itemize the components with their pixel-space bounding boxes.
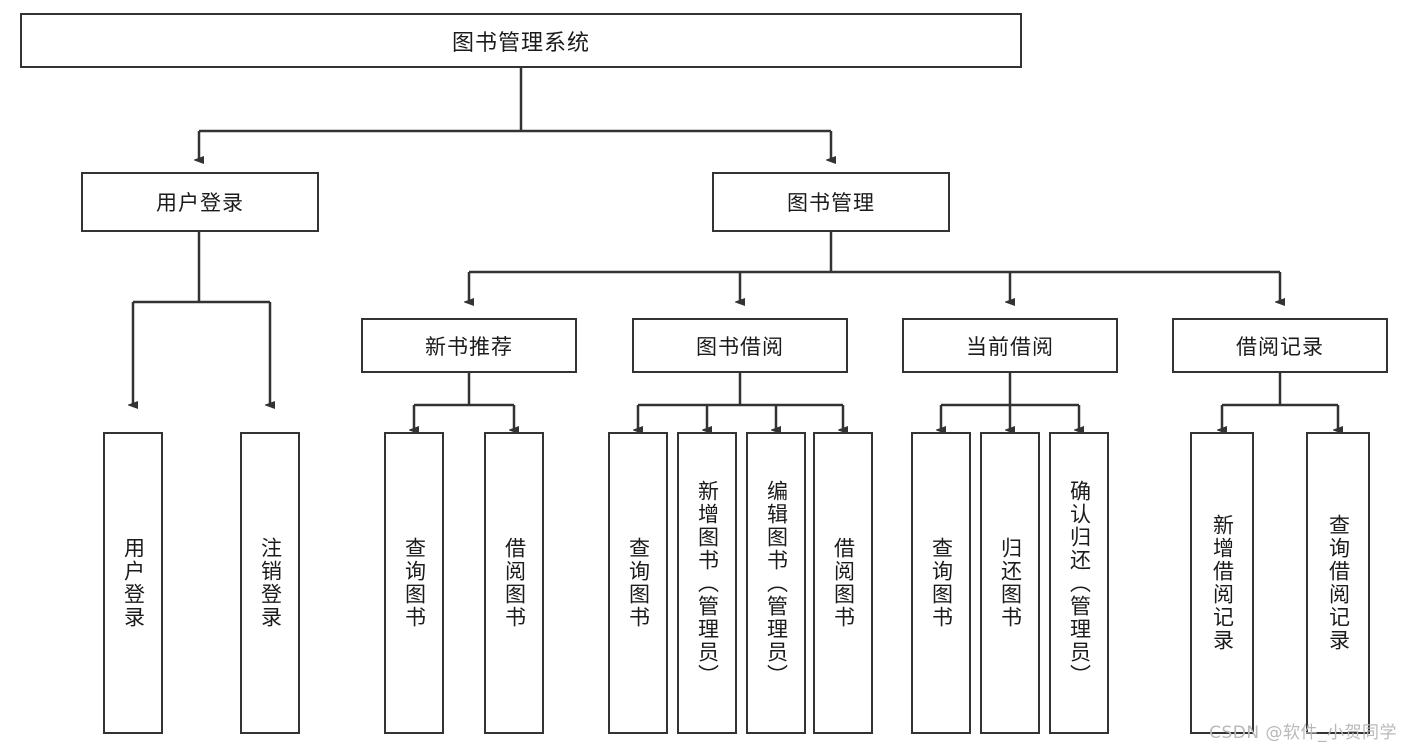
leaf-add-book-admin[interactable]: 新增图书（管理员） xyxy=(677,432,737,734)
leaf-edit-book-admin-label: 编辑图书（管理员） xyxy=(764,479,789,687)
leaf-borrow-query-book-label: 查询图书 xyxy=(626,537,651,629)
leaf-confirm-return-admin[interactable]: 确认归还（管理员） xyxy=(1049,432,1109,734)
leaf-query-borrow-record-label: 查询借阅记录 xyxy=(1326,514,1351,652)
leaf-borrow-query-book[interactable]: 查询图书 xyxy=(608,432,668,734)
leaf-add-borrow-record-label: 新增借阅记录 xyxy=(1210,514,1235,652)
node-user-login[interactable]: 用户登录 xyxy=(81,172,319,232)
node-book-borrow-label: 图书借阅 xyxy=(696,334,784,359)
leaf-add-book-admin-label: 新增图书（管理员） xyxy=(695,479,720,687)
leaf-current-query-book[interactable]: 查询图书 xyxy=(911,432,971,734)
leaf-borrow-book[interactable]: 借阅图书 xyxy=(813,432,873,734)
leaf-add-borrow-record[interactable]: 新增借阅记录 xyxy=(1190,432,1254,734)
leaf-query-borrow-record[interactable]: 查询借阅记录 xyxy=(1306,432,1370,734)
node-current-borrow-label: 当前借阅 xyxy=(966,334,1054,359)
node-user-login-label: 用户登录 xyxy=(156,191,244,215)
watermark-text: CSDN @软件_小贺同学 xyxy=(1209,723,1397,743)
leaf-return-book[interactable]: 归还图书 xyxy=(980,432,1040,734)
leaf-new-book-query[interactable]: 查询图书 xyxy=(384,432,444,734)
leaf-user-login-label: 用户登录 xyxy=(121,537,146,629)
node-borrow-record-label: 借阅记录 xyxy=(1236,334,1324,359)
node-current-borrow[interactable]: 当前借阅 xyxy=(902,318,1118,373)
leaf-new-book-borrow[interactable]: 借阅图书 xyxy=(484,432,544,734)
node-new-book-recommend[interactable]: 新书推荐 xyxy=(361,318,577,373)
leaf-edit-book-admin[interactable]: 编辑图书（管理员） xyxy=(746,432,806,734)
leaf-confirm-return-admin-label: 确认归还（管理员） xyxy=(1067,479,1092,687)
node-book-manage-label: 图书管理 xyxy=(787,191,875,215)
leaf-borrow-book-label: 借阅图书 xyxy=(831,537,856,629)
node-book-manage[interactable]: 图书管理 xyxy=(712,172,950,232)
node-root-label: 图书管理系统 xyxy=(451,30,590,56)
node-root[interactable]: 图书管理系统 xyxy=(20,13,1022,68)
leaf-logout-label: 注销登录 xyxy=(258,537,283,629)
leaf-new-book-borrow-label: 借阅图书 xyxy=(502,537,527,629)
node-book-borrow[interactable]: 图书借阅 xyxy=(632,318,848,373)
leaf-current-query-book-label: 查询图书 xyxy=(929,537,954,629)
node-new-book-recommend-label: 新书推荐 xyxy=(425,334,513,359)
leaf-user-login[interactable]: 用户登录 xyxy=(103,432,163,734)
node-borrow-record[interactable]: 借阅记录 xyxy=(1172,318,1388,373)
leaf-new-book-query-label: 查询图书 xyxy=(402,537,427,629)
leaf-logout[interactable]: 注销登录 xyxy=(240,432,300,734)
leaf-return-book-label: 归还图书 xyxy=(998,537,1023,629)
